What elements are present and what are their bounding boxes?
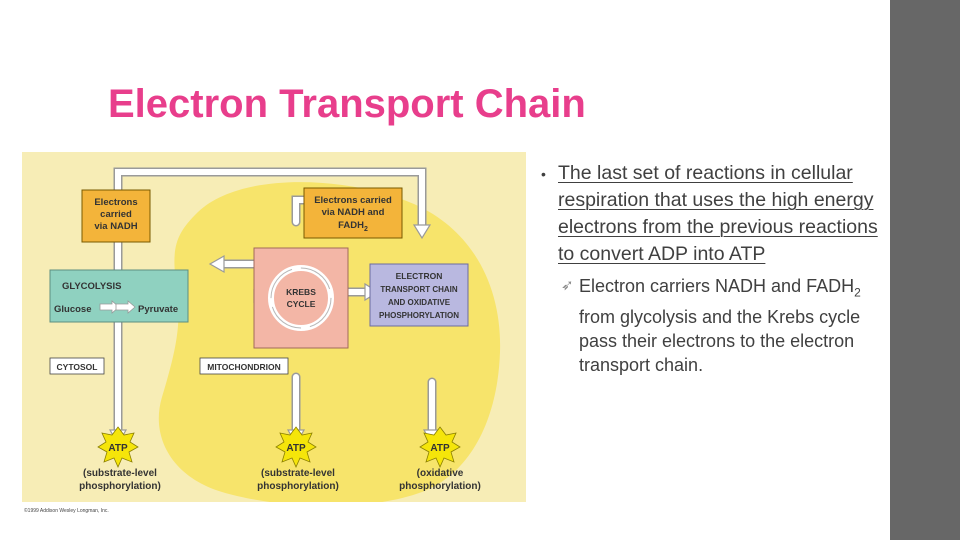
- cytosol-label: CYTOSOL: [57, 362, 98, 372]
- atp-label-2: ATP: [286, 443, 306, 454]
- atp-star-1: ATP: [98, 427, 138, 467]
- electrons-both-text-1: Electrons carried: [314, 195, 392, 206]
- atp-label-1: ATP: [108, 443, 128, 454]
- electrons-both-text-2: via NADH and: [322, 207, 385, 218]
- fadh-subscript: 2: [364, 226, 368, 233]
- pyruvate-label: Pyruvate: [138, 304, 178, 315]
- krebs-label-1: KREBS: [286, 287, 316, 297]
- atp1-caption-1: (substrate-level: [83, 468, 157, 479]
- bullet-dot-icon: •: [541, 161, 546, 188]
- glucose-label: Glucose: [54, 304, 92, 315]
- electrons-nadh-text-2: carried: [100, 209, 132, 220]
- diagram-svg: Electrons carried via NADH Electrons car…: [22, 152, 526, 526]
- mitochondrion-label: MITOCHONDRION: [207, 362, 281, 372]
- right-decorative-strip: [890, 0, 960, 540]
- bullet-list: • The last set of reactions in cellular …: [541, 160, 881, 377]
- atp-star-3: ATP: [420, 427, 460, 467]
- glycolysis-label: GLYCOLYSIS: [62, 281, 122, 292]
- bullet-main: • The last set of reactions in cellular …: [541, 160, 881, 268]
- atp3-caption-2: phosphorylation): [399, 481, 481, 492]
- atp2-caption-1: (substrate-level: [261, 468, 335, 479]
- electrons-nadh-text-3: via NADH: [94, 221, 137, 232]
- atp3-caption-1: (oxidative: [417, 468, 464, 479]
- fadh-label: FADH: [338, 220, 364, 231]
- bullet-sub-text-2: from glycolysis and the Krebs cycle pass…: [579, 307, 860, 375]
- cellular-respiration-diagram: Electrons carried via NADH Electrons car…: [22, 152, 526, 526]
- etc-label-3: AND OXIDATIVE: [388, 298, 451, 307]
- krebs-label-2: CYCLE: [287, 299, 316, 309]
- bullet-sub-subscript: 2: [854, 286, 861, 300]
- copyright-text: ©1999 Addison Wesley Longman, Inc.: [24, 507, 109, 514]
- atp1-caption-2: phosphorylation): [79, 481, 161, 492]
- bullet-main-text: The last set of reactions in cellular re…: [558, 162, 878, 265]
- electrons-nadh-text-1: Electrons: [94, 197, 137, 208]
- atp-label-3: ATP: [430, 443, 450, 454]
- bullet-sub: ➶ Electron carriers NADH and FADH2 from …: [561, 274, 881, 377]
- bullet-sub-text-1: Electron carriers NADH and FADH: [579, 276, 854, 296]
- etc-label-2: TRANSPORT CHAIN: [380, 285, 458, 294]
- etc-label-4: PHOSPHORYLATION: [379, 311, 459, 320]
- sub-bullet-arrow-icon: ➶: [561, 274, 574, 298]
- slide-title: Electron Transport Chain: [108, 82, 586, 127]
- atp2-caption-2: phosphorylation): [257, 481, 339, 492]
- atp-star-2: ATP: [276, 427, 316, 467]
- etc-label-1: ELECTRON: [396, 271, 443, 281]
